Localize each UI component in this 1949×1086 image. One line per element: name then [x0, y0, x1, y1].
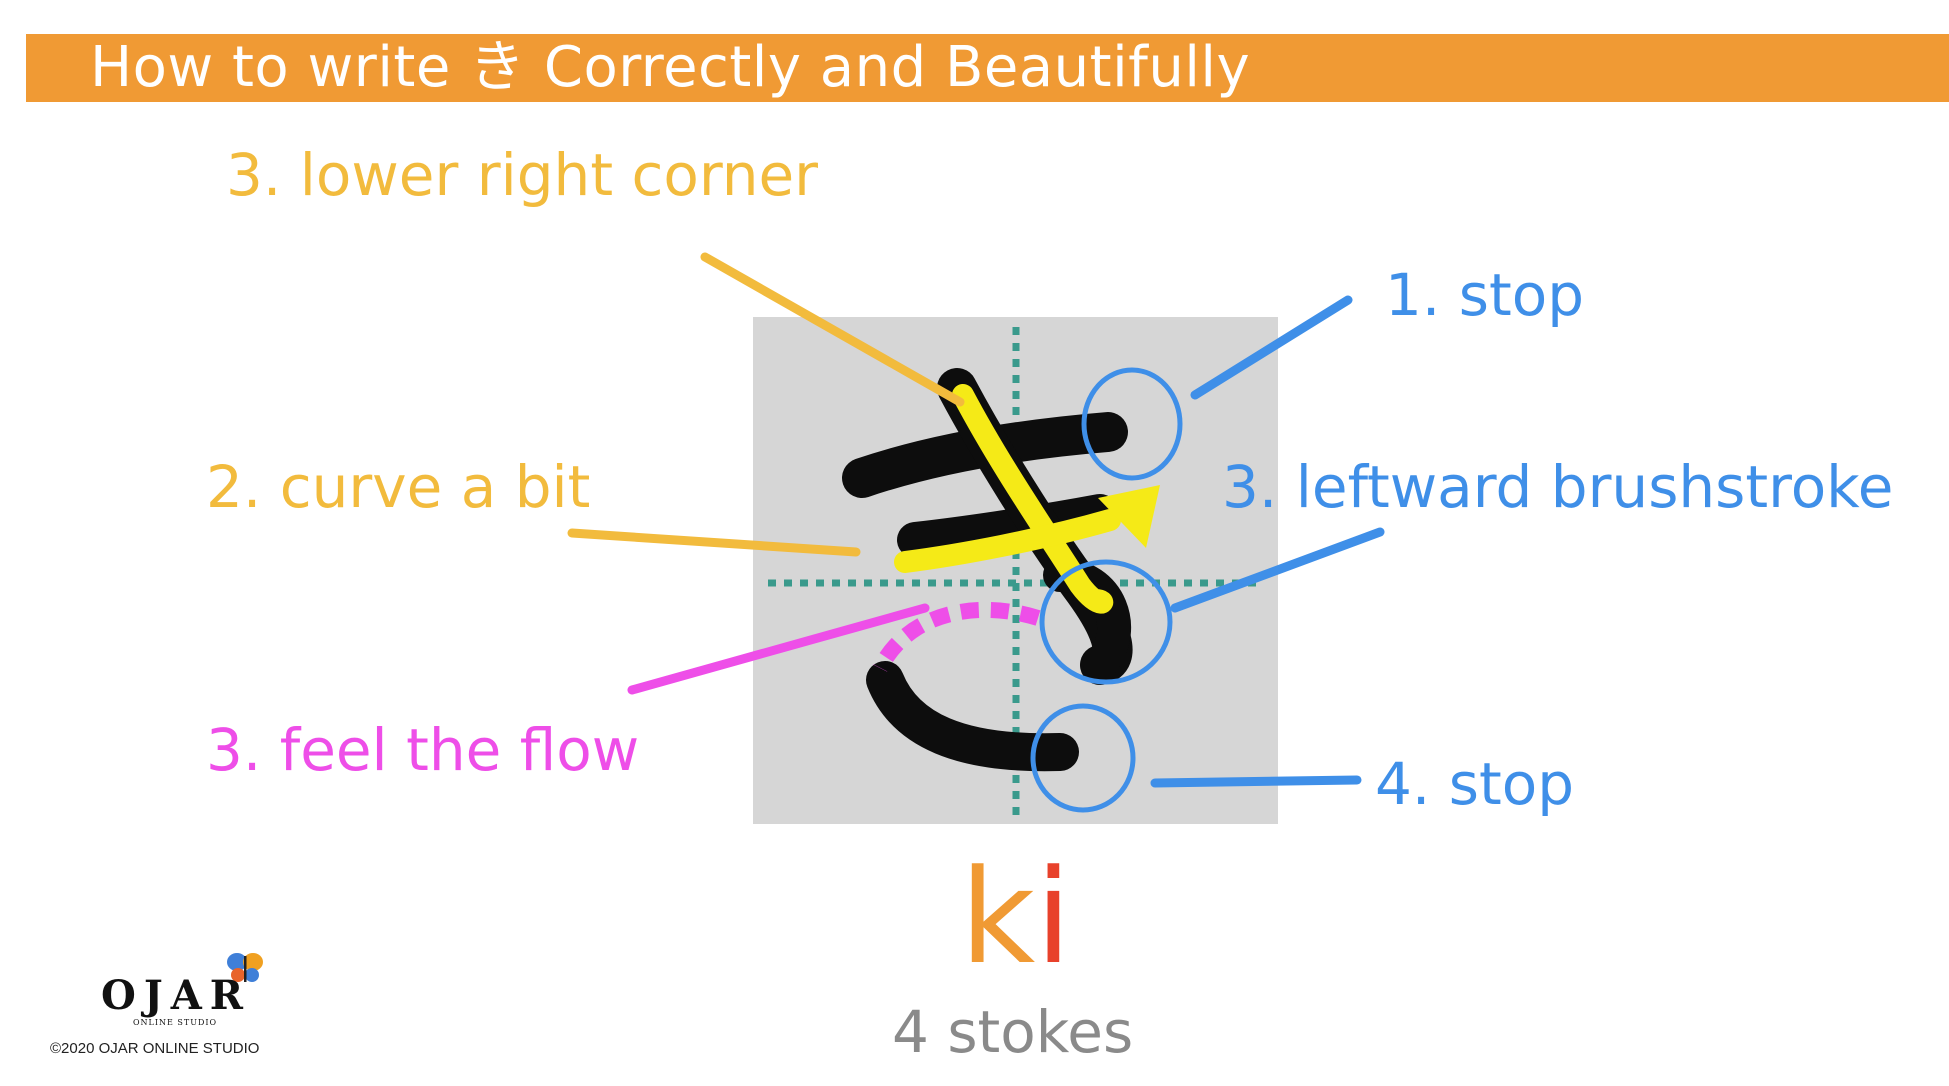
logo-subtitle: ONLINE STUDIO	[133, 1018, 218, 1027]
title-banner: How to write き Correctly and Beautifully	[26, 34, 1949, 102]
annotation-feel-the-flow: 3. feel the flow	[206, 716, 640, 784]
logo-name: OJAR	[101, 972, 252, 1019]
romaji-i: i	[1035, 841, 1072, 993]
leader-line-curve-a-bit	[567, 528, 861, 557]
stop-circle-1	[1081, 367, 1183, 481]
page-title: How to write き Correctly and Beautifully	[90, 35, 1251, 100]
annotation-stop-1: 1. stop	[1385, 261, 1585, 329]
leader-line-leftward-brushstroke	[1170, 527, 1385, 613]
butterfly-icon	[227, 953, 263, 982]
annotation-lower-right-corner: 3. lower right corner	[226, 141, 818, 209]
blue-stop-circles	[1030, 367, 1183, 813]
ojar-logo: OJAR ONLINE STUDIO	[95, 950, 275, 1030]
stop-circle-3	[1039, 559, 1173, 685]
pink-dotted-flow	[872, 601, 1041, 672]
yellow-stroke-highlight	[894, 384, 1121, 614]
copyright-notice: ©2020 OJAR ONLINE STUDIO	[50, 1040, 260, 1057]
annotation-curve-a-bit: 2. curve a bit	[206, 453, 591, 521]
leader-line-feel-the-flow	[627, 603, 930, 695]
leader-line-lower-right-corner	[700, 252, 965, 407]
annotation-leftward-brushstroke: 3. leftward brushstroke	[1222, 453, 1894, 521]
romaji-k: k	[960, 841, 1036, 993]
yellow-arrow-head	[1098, 485, 1160, 548]
leader-line-stop-1	[1190, 295, 1353, 400]
annotation-stop-4: 4. stop	[1375, 750, 1575, 818]
romaji-reading: ki	[960, 850, 1080, 985]
leader-line-stop-4	[1150, 775, 1362, 788]
stop-circle-4	[1030, 703, 1136, 813]
stroke-count-label: 4 stokes	[892, 998, 1134, 1066]
